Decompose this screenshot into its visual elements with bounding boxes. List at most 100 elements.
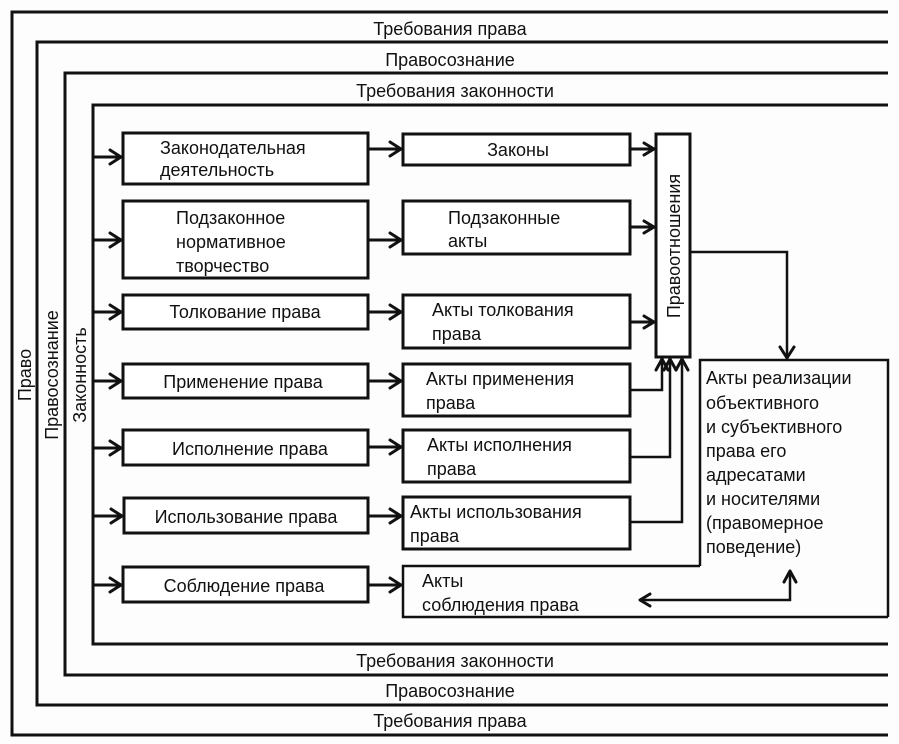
act-label-line: соблюдения права <box>422 595 580 615</box>
realization-line: и носителями <box>706 489 820 509</box>
arrow-up-icon <box>662 357 678 372</box>
relations-to-realization-arrow <box>690 250 796 360</box>
act-box <box>401 362 632 418</box>
zakonnost-requirement-top: Требования законности <box>356 81 554 101</box>
arrow-right-icon <box>642 219 656 235</box>
act-label-line: Акты использования <box>410 502 582 522</box>
arrow-right-icon <box>388 303 403 321</box>
realization-line: (правомерное <box>706 513 824 533</box>
legal-relations-label: Правоотношения <box>664 174 684 318</box>
zakonnost-requirement-bottom: Требования законности <box>356 651 554 671</box>
activity-2: Толкование права <box>93 293 370 331</box>
realization: Акты реализации объективного и субъектив… <box>698 358 890 617</box>
activity-label-line: Подзаконное <box>176 208 285 228</box>
frame-pravosoznanie-border <box>35 40 888 707</box>
arrow-up-icon <box>782 569 798 584</box>
arrow-right-icon <box>388 507 403 525</box>
arrow-right-icon <box>388 231 403 249</box>
pravosoznanie-side-label: Правосознание <box>42 310 62 440</box>
arrow-right-icon <box>388 372 403 390</box>
act-label-line: права <box>427 459 477 479</box>
activity-label-line: Толкование права <box>169 302 321 322</box>
act-5: Акты использования права <box>401 495 632 551</box>
arrow-line <box>630 360 672 459</box>
act-label-line: Акты исполнения <box>427 435 572 455</box>
realization-line: Акты реализации <box>706 368 852 388</box>
arrow-line <box>630 360 664 392</box>
arrow-line <box>640 572 792 602</box>
activity-6: Соблюдение права <box>93 565 370 604</box>
activity-label-line: Применение права <box>163 372 323 392</box>
realization-line: объективного <box>706 393 819 413</box>
act-1: Подзаконные акты <box>401 199 632 256</box>
act-label-line: права <box>410 526 460 546</box>
arrow-line <box>690 250 789 357</box>
pravosoznanie-top: Правосознание <box>385 50 515 70</box>
activity-label-line: нормативное <box>176 232 286 252</box>
act-label-line: Акты <box>422 571 463 591</box>
pravo-side-label: Право <box>15 349 35 401</box>
legal-relations: Правоотношения <box>654 132 692 359</box>
act-label-line: Подзаконные <box>448 208 560 228</box>
arrow-right-icon <box>108 303 123 321</box>
activity-1: Подзаконное нормативное творчество <box>93 199 370 280</box>
act-0: Законы <box>401 132 632 167</box>
act-6: Акты соблюдения права <box>401 564 888 619</box>
legal-relations-box <box>654 132 692 359</box>
realization-line: права его <box>706 441 786 461</box>
activity-label-line: деятельность <box>160 160 274 180</box>
activity-4: Исполнение права <box>93 428 370 467</box>
arrow-right-icon <box>642 314 656 330</box>
activity-label-line: Законодательная <box>160 138 306 158</box>
frame-inner <box>91 103 888 646</box>
act-2: Акты толкования права <box>401 293 632 350</box>
pravo-requirement-bottom: Требования права <box>373 711 527 731</box>
pravo-requirement-top: Требования права <box>373 19 527 39</box>
act-label-line: Акты толкования <box>432 300 574 320</box>
act-3: Акты применения права <box>401 362 632 418</box>
activity-box <box>121 199 370 280</box>
activity-box <box>121 428 370 467</box>
realization-line: поведение) <box>706 537 801 557</box>
realization-box <box>698 358 890 617</box>
frame-pravosoznanie: Правосознание Правосознание Правосознани… <box>35 40 888 707</box>
arrow-right-icon <box>108 372 123 390</box>
compliance-realization-arrow <box>638 569 798 608</box>
arrow-right-icon <box>109 507 124 525</box>
arrow-left-icon <box>638 592 652 608</box>
act-label-line: Акты применения <box>426 369 574 389</box>
activity-label-line: творчество <box>176 256 269 276</box>
activity-0: Законодательная деятельность <box>93 131 370 186</box>
arrow-right-icon <box>108 148 123 166</box>
arrow-down-icon <box>778 345 796 360</box>
frame-pravo: Требования права Требования права Право <box>10 10 888 737</box>
act-label-line: права <box>426 393 476 413</box>
realization-line: адресатами <box>706 465 806 485</box>
act-box <box>401 564 888 619</box>
arrow-right-icon <box>108 231 123 249</box>
activity-5: Использование права <box>93 496 370 535</box>
activity-to-act-arrows <box>368 140 403 594</box>
activity-box <box>121 131 370 186</box>
arrow-right-icon <box>388 438 403 456</box>
act-label-line: акты <box>448 231 487 251</box>
arrow-up-icon <box>674 357 690 372</box>
frame-zakonnost: Требования законности Требования законно… <box>63 71 888 677</box>
zakonnost-side-label: Законность <box>70 327 90 422</box>
arrow-line <box>630 360 684 524</box>
pravosoznanie-bottom: Правосознание <box>385 681 515 701</box>
activity-label-line: Исполнение права <box>172 439 329 459</box>
activity-label-line: Использование права <box>155 507 339 527</box>
act-label-line: Законы <box>487 140 549 160</box>
frame-inner-border <box>91 103 888 646</box>
arrow-right-icon <box>388 576 403 594</box>
arrow-right-icon <box>642 141 656 157</box>
act-box <box>401 132 632 167</box>
realization-line: и субъективного <box>706 417 842 437</box>
arrow-right-icon <box>108 576 123 594</box>
frame-zakonnost-border <box>63 71 888 677</box>
act-box <box>401 293 632 350</box>
activity-label-line: Соблюдение права <box>164 576 326 596</box>
activity-3: Применение права <box>93 362 370 400</box>
